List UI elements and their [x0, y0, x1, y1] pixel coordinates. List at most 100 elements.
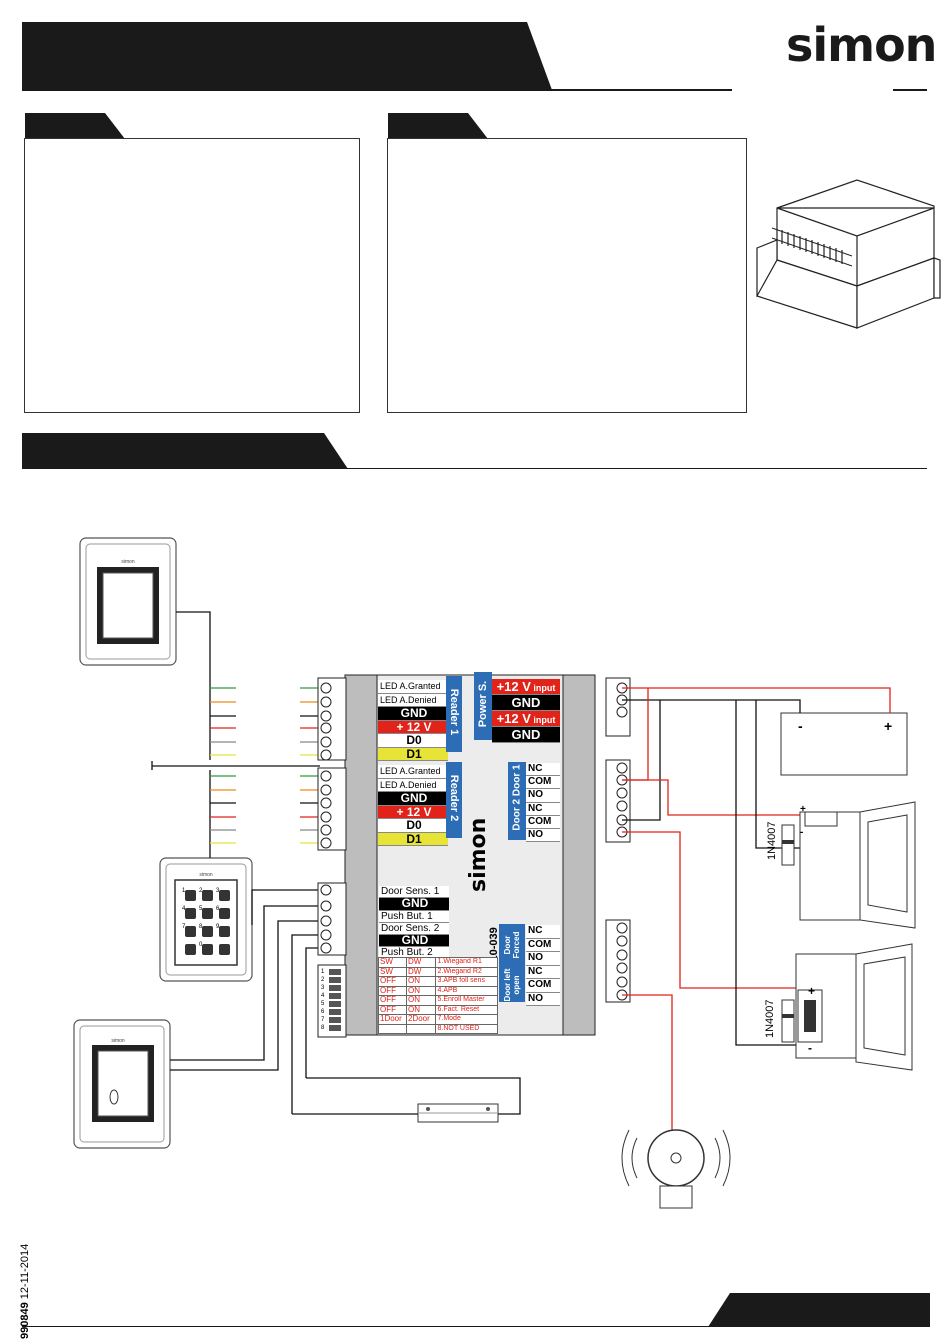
dip-switch-lever[interactable]	[329, 1017, 341, 1023]
reader2-tag: Reader 2	[446, 762, 462, 838]
power-tag: Power S.	[474, 672, 492, 740]
input-term-4: GND	[379, 934, 449, 948]
reader1-term-3: + 12 V	[378, 720, 448, 734]
alarm-screw-0	[616, 922, 628, 934]
reader2-term-5: D1	[378, 832, 448, 846]
dip-cell: 2.Wiegand R2	[435, 966, 498, 977]
dip-cell: ON	[405, 985, 437, 996]
keypad-key	[219, 926, 230, 937]
relay-term-5: NO	[526, 828, 560, 843]
input-term-0: Door Sens. 1	[379, 886, 449, 899]
dip-cell: 6.Fact. Reset	[435, 1004, 498, 1015]
reader1-term-0: LED A.Granted	[378, 680, 448, 694]
reader1-term-5: D1	[378, 747, 448, 761]
svg-text:simon: simon	[111, 1038, 125, 1044]
dip-cell: ON	[405, 976, 437, 987]
svg-text:1N4007: 1N4007	[764, 999, 776, 1038]
input-screw-4	[320, 942, 332, 954]
reader1-term-4: D0	[378, 734, 448, 748]
dip-switch-5[interactable]: 5	[321, 1000, 345, 1008]
svg-text:simon: simon	[121, 559, 135, 565]
reader1-term-1: LED A.Denied	[378, 693, 448, 707]
svg-text:simon: simon	[199, 872, 213, 878]
alarm-term-1: COM	[526, 938, 560, 952]
keypad-key	[202, 908, 213, 919]
keypad-key-label: 0	[199, 942, 203, 948]
alarm-term-5: NO	[526, 992, 560, 1006]
reader2-term-2: GND	[378, 792, 448, 806]
dip-switch-lever[interactable]	[329, 1025, 341, 1031]
dip-cell: DW	[405, 957, 437, 968]
dip-switch-3[interactable]: 3	[321, 984, 345, 992]
dip-switch-number: 1	[321, 969, 325, 975]
dip-cell: 5.Enroll Master	[435, 995, 498, 1006]
svg-text:-: -	[808, 1041, 812, 1055]
dip-switch-lever[interactable]	[329, 1001, 341, 1007]
footer-bar	[708, 1293, 930, 1327]
reader2-screw-5	[320, 837, 332, 849]
keypad-key-label: 3	[216, 888, 220, 894]
dip-switch-4[interactable]: 4	[321, 992, 345, 1000]
alarm-screw-2	[616, 949, 628, 961]
relay-term-3: NC	[526, 802, 560, 816]
keypad-key	[219, 944, 230, 955]
relay-screw-2	[616, 787, 628, 799]
keypad-key	[202, 890, 213, 901]
power-term-2: +12 V input	[492, 711, 560, 727]
dip-cell: OFF	[378, 976, 407, 987]
dip-switch-6[interactable]: 6	[321, 1008, 345, 1016]
dip-switch-7[interactable]: 7	[321, 1016, 345, 1024]
alarm-term-2: NO	[526, 952, 560, 966]
section-box-2	[387, 138, 747, 413]
dip-cell	[378, 1023, 407, 1034]
dip-cell: OFF	[378, 985, 407, 996]
header-rule	[22, 89, 732, 91]
dip-switch-lever[interactable]	[329, 977, 341, 983]
input-term-2: Push But. 1	[379, 910, 449, 923]
reader1-screw-1	[320, 696, 332, 708]
relay-term-0: NC	[526, 763, 560, 777]
keypad-key-label: 6	[216, 906, 220, 912]
reader1-screw-2	[320, 710, 332, 722]
dip-switch-lever[interactable]	[329, 985, 341, 991]
keypad-key-label: 7	[182, 924, 186, 930]
dip-switch-number: 2	[321, 977, 325, 983]
input-screw-2	[320, 915, 332, 927]
keypad-key	[185, 890, 196, 901]
relay-term-4: COM	[526, 815, 560, 829]
dip-switch-lever[interactable]	[329, 1009, 341, 1015]
dip-switch-1[interactable]: 1	[321, 968, 345, 976]
footer-rule	[22, 1326, 930, 1327]
section-box-1	[24, 138, 360, 413]
dip-switch-8[interactable]: 8	[321, 1024, 345, 1032]
dip-switch-2[interactable]: 2	[321, 976, 345, 984]
keypad-key-label: 4	[182, 906, 186, 912]
dip-cell: 1.Wiegand R1	[435, 957, 498, 968]
keypad-key-label: 1	[182, 888, 186, 894]
dip-switch-lever[interactable]	[329, 993, 341, 999]
reader2-term-4: D0	[378, 819, 448, 833]
keypad-key	[219, 908, 230, 919]
dip-switch-lever[interactable]	[329, 969, 341, 975]
reader1-screw-5	[320, 749, 332, 761]
power-term-0: +12 V input	[492, 679, 560, 695]
reader2-term-3: + 12 V	[378, 805, 448, 819]
reader2-term-1: LED A.Denied	[378, 778, 448, 792]
svg-text:1N4007: 1N4007	[766, 821, 778, 860]
reader2-screw-4	[320, 824, 332, 836]
reader2-term-0: LED A.Granted	[378, 765, 448, 779]
reader1-term-2: GND	[378, 707, 448, 721]
